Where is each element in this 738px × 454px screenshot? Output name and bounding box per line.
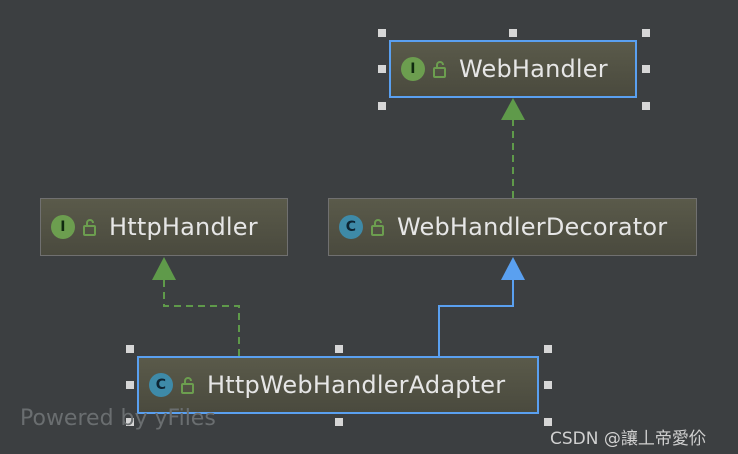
class-icon: C — [339, 215, 363, 239]
resize-handle[interactable] — [378, 29, 386, 37]
resize-handle[interactable] — [642, 102, 650, 110]
resize-handle[interactable] — [378, 65, 386, 73]
node-label: WebHandlerDecorator — [397, 213, 668, 241]
csdn-credit: CSDN @讓丄帝愛伱 — [550, 429, 706, 449]
resize-handle[interactable] — [544, 418, 552, 426]
unlocked-icon — [181, 377, 194, 394]
resize-handle[interactable] — [335, 418, 343, 426]
resize-handle[interactable] — [642, 29, 650, 37]
edge-adapter-implements-httphandler — [152, 257, 240, 356]
edge-adapter-extends-decorator — [438, 257, 525, 356]
resize-handle[interactable] — [126, 418, 134, 426]
resize-handle[interactable] — [544, 345, 552, 353]
arrowhead-implements — [152, 257, 176, 280]
class-icon: C — [149, 373, 173, 397]
node-http-web-handler-adapter[interactable]: C HttpWebHandlerAdapter — [137, 356, 539, 414]
node-label: HttpHandler — [109, 213, 258, 241]
unlocked-icon — [371, 219, 384, 236]
resize-handle[interactable] — [642, 65, 650, 73]
node-web-handler-decorator[interactable]: C WebHandlerDecorator — [328, 198, 697, 256]
unlocked-icon — [83, 219, 96, 236]
node-label: WebHandler — [459, 55, 608, 83]
node-label: HttpWebHandlerAdapter — [207, 371, 506, 399]
resize-handle[interactable] — [378, 102, 386, 110]
resize-handle[interactable] — [126, 345, 134, 353]
interface-icon: I — [401, 57, 425, 81]
arrowhead-implements — [501, 98, 525, 120]
yfiles-watermark: Powered by yFiles — [20, 406, 216, 431]
edge-decorator-implements-webhandler — [501, 98, 525, 198]
resize-handle[interactable] — [544, 381, 552, 389]
resize-handle[interactable] — [335, 345, 343, 353]
node-web-handler[interactable]: I WebHandler — [389, 40, 637, 98]
unlocked-icon — [433, 61, 446, 78]
resize-handle[interactable] — [126, 381, 134, 389]
resize-handle[interactable] — [509, 29, 517, 37]
interface-icon: I — [51, 215, 75, 239]
arrowhead-extends — [501, 257, 525, 280]
node-http-handler[interactable]: I HttpHandler — [40, 198, 288, 256]
